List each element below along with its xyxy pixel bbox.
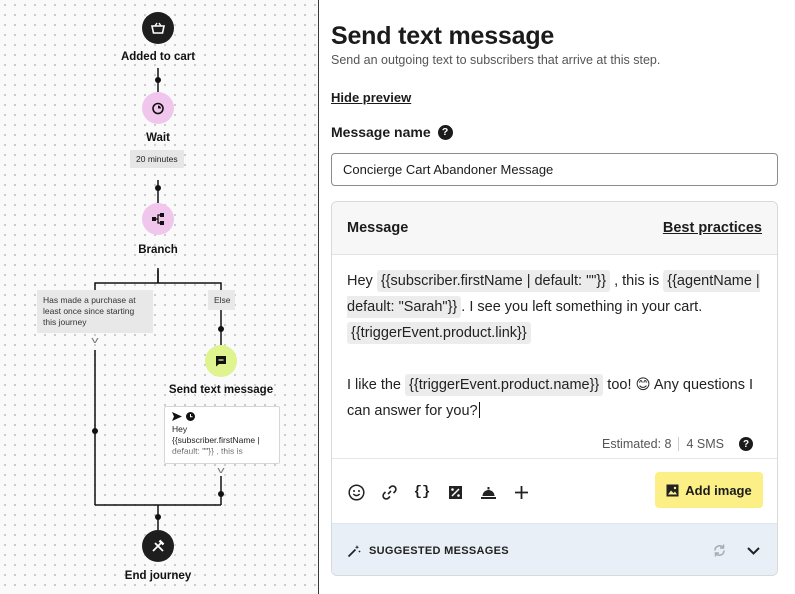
connector-dot — [155, 185, 161, 191]
discount-icon[interactable] — [444, 481, 466, 503]
hide-preview-link[interactable]: Hide preview — [331, 90, 412, 105]
connector-dot — [218, 491, 224, 497]
panel-divider — [318, 0, 319, 594]
page-title: Send text message — [331, 22, 555, 50]
chevron-down-icon[interactable]: v — [217, 465, 225, 475]
branch-icon — [152, 213, 164, 225]
message-text: , this is — [610, 273, 664, 289]
chevron-down-icon[interactable] — [746, 543, 761, 558]
chat-icon — [216, 356, 226, 367]
estimated-count: Estimated: 8 — [602, 437, 672, 451]
emoji-icon[interactable] — [345, 481, 367, 503]
sms-count: 4 SMS — [686, 437, 724, 451]
variable-token[interactable]: {{subscriber.firstName | default: ""}} — [376, 270, 611, 292]
image-icon — [666, 484, 679, 496]
branch-node[interactable] — [142, 203, 174, 235]
connector-dot — [155, 77, 161, 83]
wait-label: Wait — [146, 132, 170, 144]
toolbar-divider — [332, 458, 777, 459]
preview-fade — [165, 445, 279, 463]
send-text-panel: Send text message Send an outgoing text … — [331, 0, 781, 594]
chevron-down-icon[interactable]: v — [91, 335, 99, 345]
text-caret — [478, 402, 480, 418]
connector-dot — [218, 326, 224, 332]
wait-node[interactable] — [142, 92, 174, 124]
clock-icon — [186, 412, 195, 421]
branch-condition-else[interactable]: Else — [208, 290, 235, 310]
message-textarea[interactable]: Hey {{subscriber.firstName | default: ""… — [347, 268, 767, 424]
help-icon[interactable]: ? — [739, 437, 753, 451]
connector-dot — [92, 428, 98, 434]
smile-emoji: 😊 — [635, 377, 651, 393]
message-editor: Message Best practices Hey {{subscriber.… — [331, 201, 778, 576]
sms-estimate: Estimated: 8 4 SMS ? — [602, 437, 753, 451]
message-label: Message — [347, 220, 409, 236]
send-icon — [172, 412, 182, 421]
suggested-messages-label: SUGGESTED MESSAGES — [369, 545, 509, 557]
message-text: too! — [603, 377, 636, 393]
variable-token[interactable]: {{triggerEvent.product.link}} — [347, 322, 531, 344]
preview-icons — [172, 412, 272, 421]
refresh-icon[interactable] — [712, 543, 727, 558]
add-image-label: Add image — [685, 482, 752, 498]
message-text: . I see you left something in your cart. — [461, 299, 703, 315]
message-name-label-row: Message name ? — [331, 124, 453, 140]
message-text: Any questions I can answer for you? — [347, 377, 754, 419]
add-image-button[interactable]: Add image — [655, 472, 763, 508]
link-icon[interactable] — [378, 481, 400, 503]
best-practices-link[interactable]: Best practices — [662, 220, 762, 236]
message-text: Hey — [347, 273, 377, 289]
message-paragraph: I like the {{triggerEvent.product.name}}… — [347, 372, 767, 424]
help-icon[interactable]: ? — [437, 124, 453, 140]
message-name-label: Message name — [331, 124, 431, 140]
basket-icon — [151, 22, 165, 34]
tools-icon — [152, 539, 165, 552]
end-journey-label: End journey — [124, 570, 192, 582]
added-to-cart-node[interactable] — [142, 12, 174, 44]
message-text: I like the — [347, 377, 406, 393]
wait-duration-badge: 20 minutes — [130, 150, 184, 168]
suggested-messages-bar[interactable]: SUGGESTED MESSAGES — [332, 523, 777, 575]
estimate-separator — [678, 437, 680, 451]
timer-icon — [152, 102, 164, 115]
branch-condition-purchase[interactable]: Has made a purchase at least once since … — [37, 290, 153, 333]
message-preview-card[interactable]: Hey {{subscriber.firstName | default: ""… — [164, 406, 280, 464]
magic-wand-icon — [347, 545, 361, 558]
end-journey-node[interactable] — [142, 530, 174, 562]
send-text-label: Send text message — [168, 384, 274, 396]
added-to-cart-label: Added to cart — [120, 51, 196, 63]
message-paragraph: Hey {{subscriber.firstName | default: ""… — [347, 268, 767, 346]
branch-label: Branch — [138, 244, 178, 256]
braces-icon[interactable]: {} — [413, 484, 431, 500]
journey-canvas[interactable]: Added to cart Wait 20 minutes Branch Has… — [0, 0, 318, 594]
message-name-input[interactable] — [331, 153, 778, 186]
plus-icon[interactable] — [510, 481, 532, 503]
concierge-bell-icon[interactable] — [477, 481, 499, 503]
connector-dot — [155, 514, 161, 520]
variable-token[interactable]: {{triggerEvent.product.name}} — [405, 374, 604, 396]
page-subtitle: Send an outgoing text to subscribers tha… — [331, 53, 661, 67]
message-header: Message Best practices — [332, 202, 777, 255]
send-text-node[interactable] — [205, 345, 237, 377]
